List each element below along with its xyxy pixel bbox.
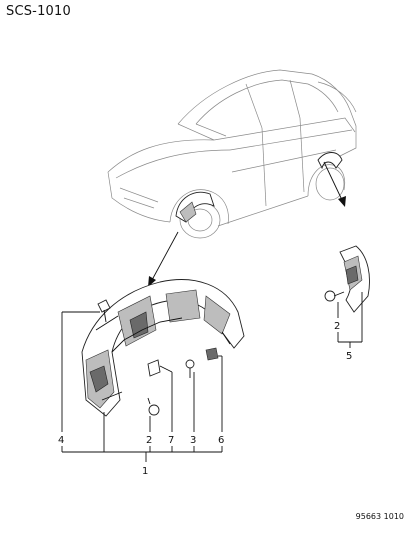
callout-1: 1 bbox=[142, 466, 148, 477]
leader-arrows bbox=[148, 161, 346, 287]
rear-fender-liner bbox=[324, 245, 370, 313]
arrow-head-front bbox=[148, 276, 156, 287]
callout-2-front: 2 bbox=[146, 435, 152, 446]
callout-6: 6 bbox=[218, 435, 224, 446]
callout-7: 7 bbox=[168, 435, 174, 446]
callout-4: 4 bbox=[58, 435, 64, 446]
front-fender-liner bbox=[81, 279, 245, 417]
diagram-code: SCS-1010 bbox=[6, 4, 71, 19]
callout-3: 3 bbox=[190, 435, 196, 446]
callout-2-rear: 2 bbox=[334, 321, 340, 332]
footer-code: 95663 1010 bbox=[355, 512, 404, 521]
car-illustration bbox=[107, 69, 357, 239]
callout-lines-rear bbox=[337, 292, 363, 348]
callout-lines-front bbox=[61, 311, 223, 462]
callout-5: 5 bbox=[346, 351, 352, 362]
arrow-head-rear bbox=[338, 196, 346, 207]
front-fasteners bbox=[97, 299, 219, 416]
